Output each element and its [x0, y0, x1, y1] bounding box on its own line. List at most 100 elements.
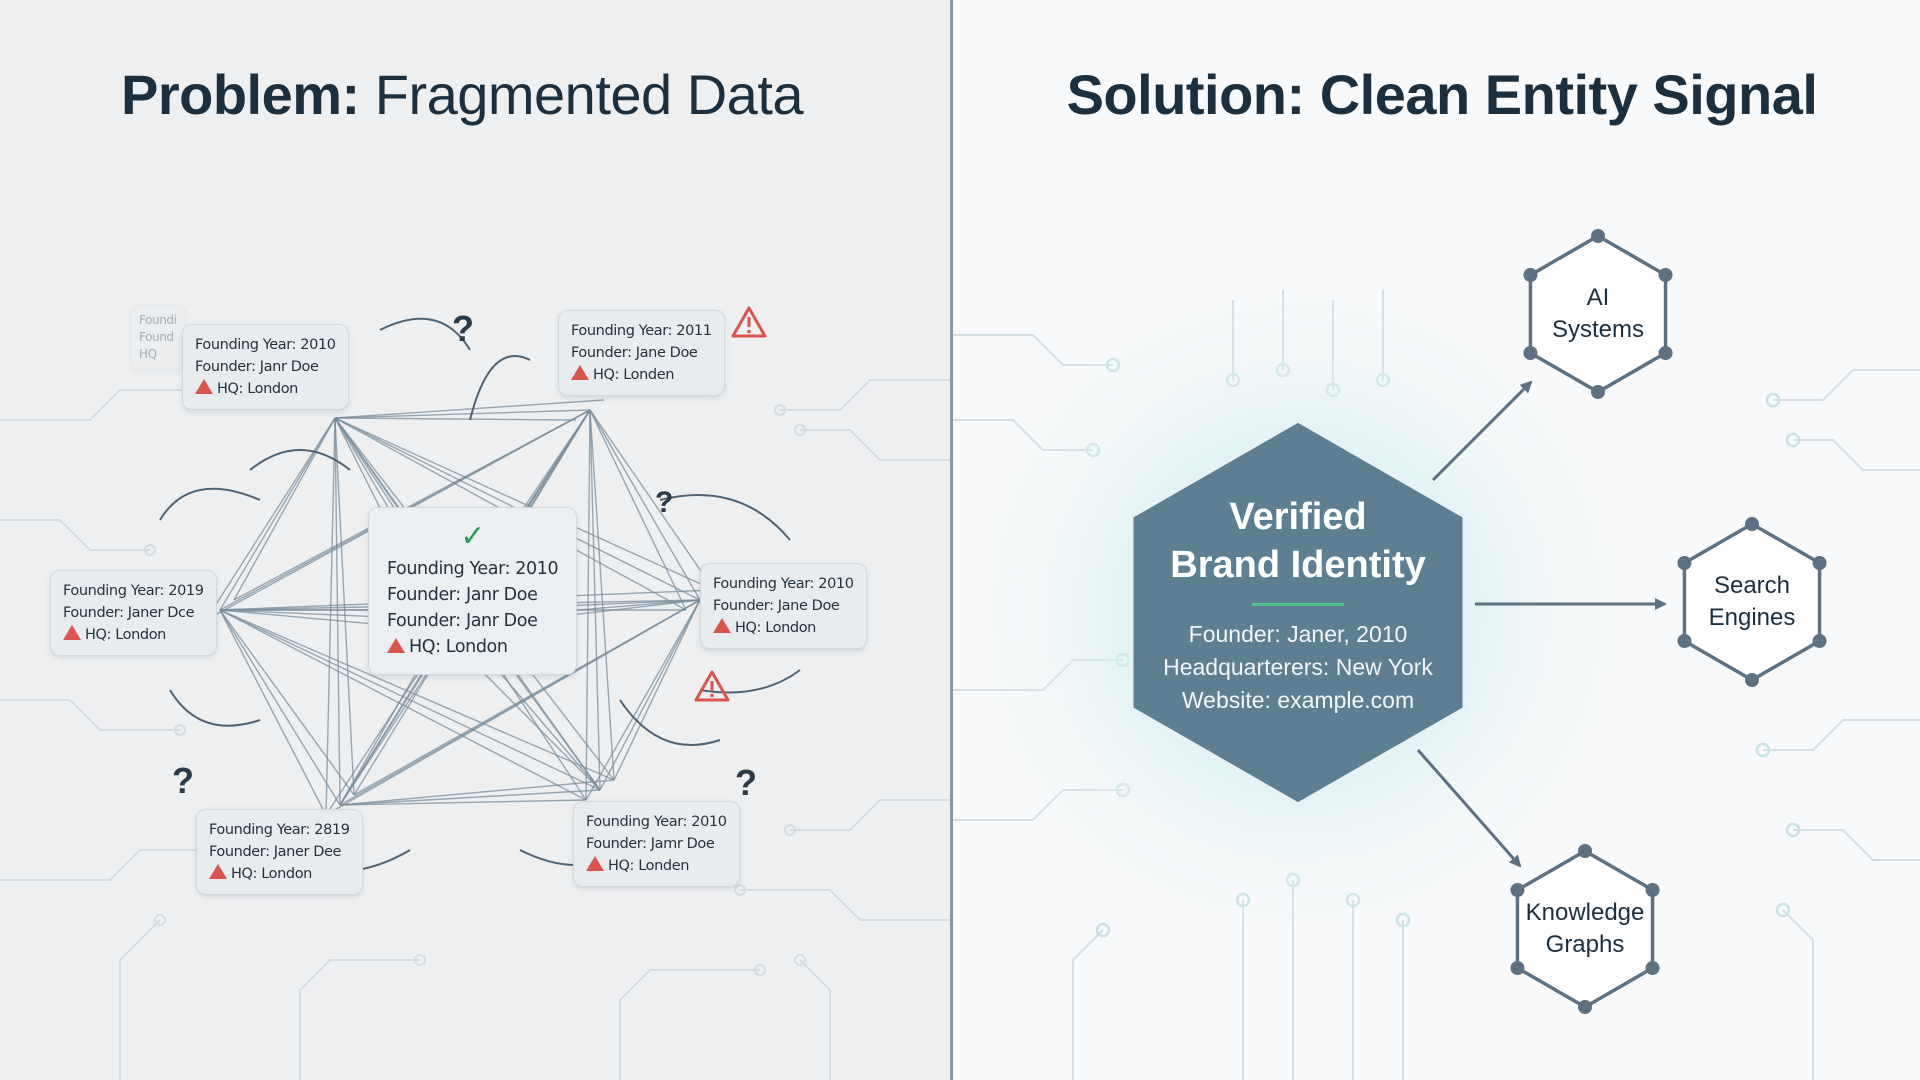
data-card: Founding Year: 2019 Founder: Janer Dce H…: [50, 570, 217, 656]
data-card: Founding Year: 2010 Founder: Jamr Doe HQ…: [573, 801, 740, 887]
card-founder: Founder: Janr Doe: [195, 359, 319, 375]
hexagon-vertex-dot: [1523, 346, 1538, 360]
target-label-line1: AI: [1586, 284, 1610, 311]
connection-arc: [379, 317, 471, 351]
card-hq: HQ: London: [63, 624, 204, 646]
center-card-founding-year: Founding Year: 2010: [387, 559, 559, 579]
connection-line: [219, 609, 587, 801]
card-founding-year: Founding Year: 2019: [63, 583, 204, 599]
circuit-node: [774, 404, 786, 416]
solution-diagram: [953, 229, 1920, 1080]
card-founder: Founder: Jane Doe: [571, 345, 698, 361]
card-hq-text: HQ: London: [217, 381, 298, 397]
question-mark-icon: ?: [655, 486, 674, 519]
connection-line: [205, 417, 336, 621]
card-hq-text: HQ: London: [85, 627, 166, 643]
circuit-trace: [740, 889, 950, 921]
circuit-node: [1765, 392, 1781, 408]
card-hq-text: HQ: Londen: [608, 858, 690, 874]
connection-arc: [659, 494, 791, 541]
connection-line: [334, 417, 715, 591]
circuit-node: [794, 954, 806, 966]
center-card-founder: Founder: Janr Doe: [387, 585, 538, 605]
target-label-line2: Systems: [1551, 316, 1645, 343]
hexagon-vertex-dot: [1523, 268, 1538, 282]
circuit-node: [1785, 432, 1801, 448]
hexagon-vertex-dot: [1510, 883, 1525, 897]
connection-line: [233, 417, 336, 601]
connection-line: [219, 609, 615, 781]
circuit-trace: [119, 919, 161, 1080]
connection-line: [339, 779, 615, 806]
center-card-hq-text: HQ: London: [409, 637, 508, 657]
circuit-trace: [0, 519, 150, 551]
connection-line: [233, 409, 591, 601]
connection-line: [334, 417, 577, 421]
arrow-to-ai-systems: [1431, 380, 1533, 482]
data-card: Founding Year: 2010 Founder: Jane Doe HQ…: [700, 563, 867, 649]
warning-triangle-icon: [195, 379, 213, 394]
connection-line: [613, 599, 701, 781]
connection-line: [219, 609, 355, 796]
warning-triangle-icon: [63, 625, 81, 640]
card-hq: HQ: Londen: [586, 855, 727, 877]
warning-triangle-icon: [387, 638, 405, 653]
hexagon-vertex-dot: [1510, 961, 1525, 975]
problem-title-bold: Problem:: [120, 63, 360, 126]
connection-line: [589, 409, 687, 611]
warning-triangle-icon: [731, 306, 767, 338]
circuit-node: [734, 884, 746, 896]
circuit-node: [154, 914, 166, 926]
target-label-ai-systems: AI Systems: [1552, 282, 1644, 346]
connection-line: [589, 409, 601, 791]
connection-line: [334, 417, 341, 806]
hexagon-vertex-dot: [1645, 883, 1660, 897]
hexagon-vertex-dot: [1658, 346, 1673, 360]
faded-data-card: Foundi Found HQ: [130, 305, 186, 370]
arrow-to-knowledge-graphs: [1416, 749, 1522, 868]
circuit-node: [784, 824, 796, 836]
hexagon-vertex-dot: [1812, 556, 1827, 570]
solution-panel: Solution: Clean Entity Signal Verified B…: [953, 0, 1920, 1080]
question-mark-icon: ?: [172, 760, 194, 801]
connection-line: [599, 599, 701, 791]
circuit-trace: [1773, 369, 1920, 401]
panel-divider: [950, 0, 953, 1080]
hexagon-vertex-dot: [1591, 385, 1605, 399]
circuit-node: [144, 544, 156, 556]
warning-triangle-icon: [713, 618, 731, 633]
hexagon-vertex-dot: [1745, 517, 1759, 531]
card-founding-year: Founding Year: 2010: [586, 814, 727, 830]
hexagon-vertex-dot: [1677, 634, 1692, 648]
connection-line: [219, 417, 336, 611]
target-label-knowledge-graphs: Knowledge Graphs: [1526, 897, 1645, 961]
connection-arc: [619, 699, 721, 746]
circuit-node: [174, 724, 186, 736]
target-label-search-engines: Search Engines: [1709, 570, 1796, 634]
connection-line: [334, 417, 355, 796]
circuit-trace: [1793, 439, 1920, 471]
circuit-node: [754, 964, 766, 976]
warning-triangle-icon: [694, 670, 730, 702]
hub-website: Website: example.com: [1181, 687, 1415, 713]
circuit-trace: [0, 849, 230, 881]
circuit-node: [794, 424, 806, 436]
warning-triangle-icon: [571, 365, 589, 380]
hub-divider-rule: [1252, 603, 1344, 606]
card-hq: HQ: Londen: [571, 364, 712, 386]
connection-line: [339, 789, 601, 806]
circuit-trace: [1782, 909, 1814, 1080]
circuit-trace: [299, 959, 420, 1080]
target-label-line1: Search: [1713, 572, 1791, 599]
circuit-node: [1785, 822, 1801, 838]
circuit-node: [1095, 922, 1111, 938]
connection-line: [589, 409, 701, 601]
hub-founder: Founder: Janer, 2010: [1188, 621, 1408, 647]
connection-line: [334, 399, 605, 419]
circuit-node: [1775, 902, 1791, 918]
center-card-hq: HQ: London: [387, 634, 558, 660]
center-card-founder: Founder: Janr Doe: [387, 611, 538, 631]
circuit-trace: [1763, 719, 1920, 751]
connection-line: [325, 417, 336, 816]
card-founder: Founder: Jamr Doe: [586, 836, 715, 852]
